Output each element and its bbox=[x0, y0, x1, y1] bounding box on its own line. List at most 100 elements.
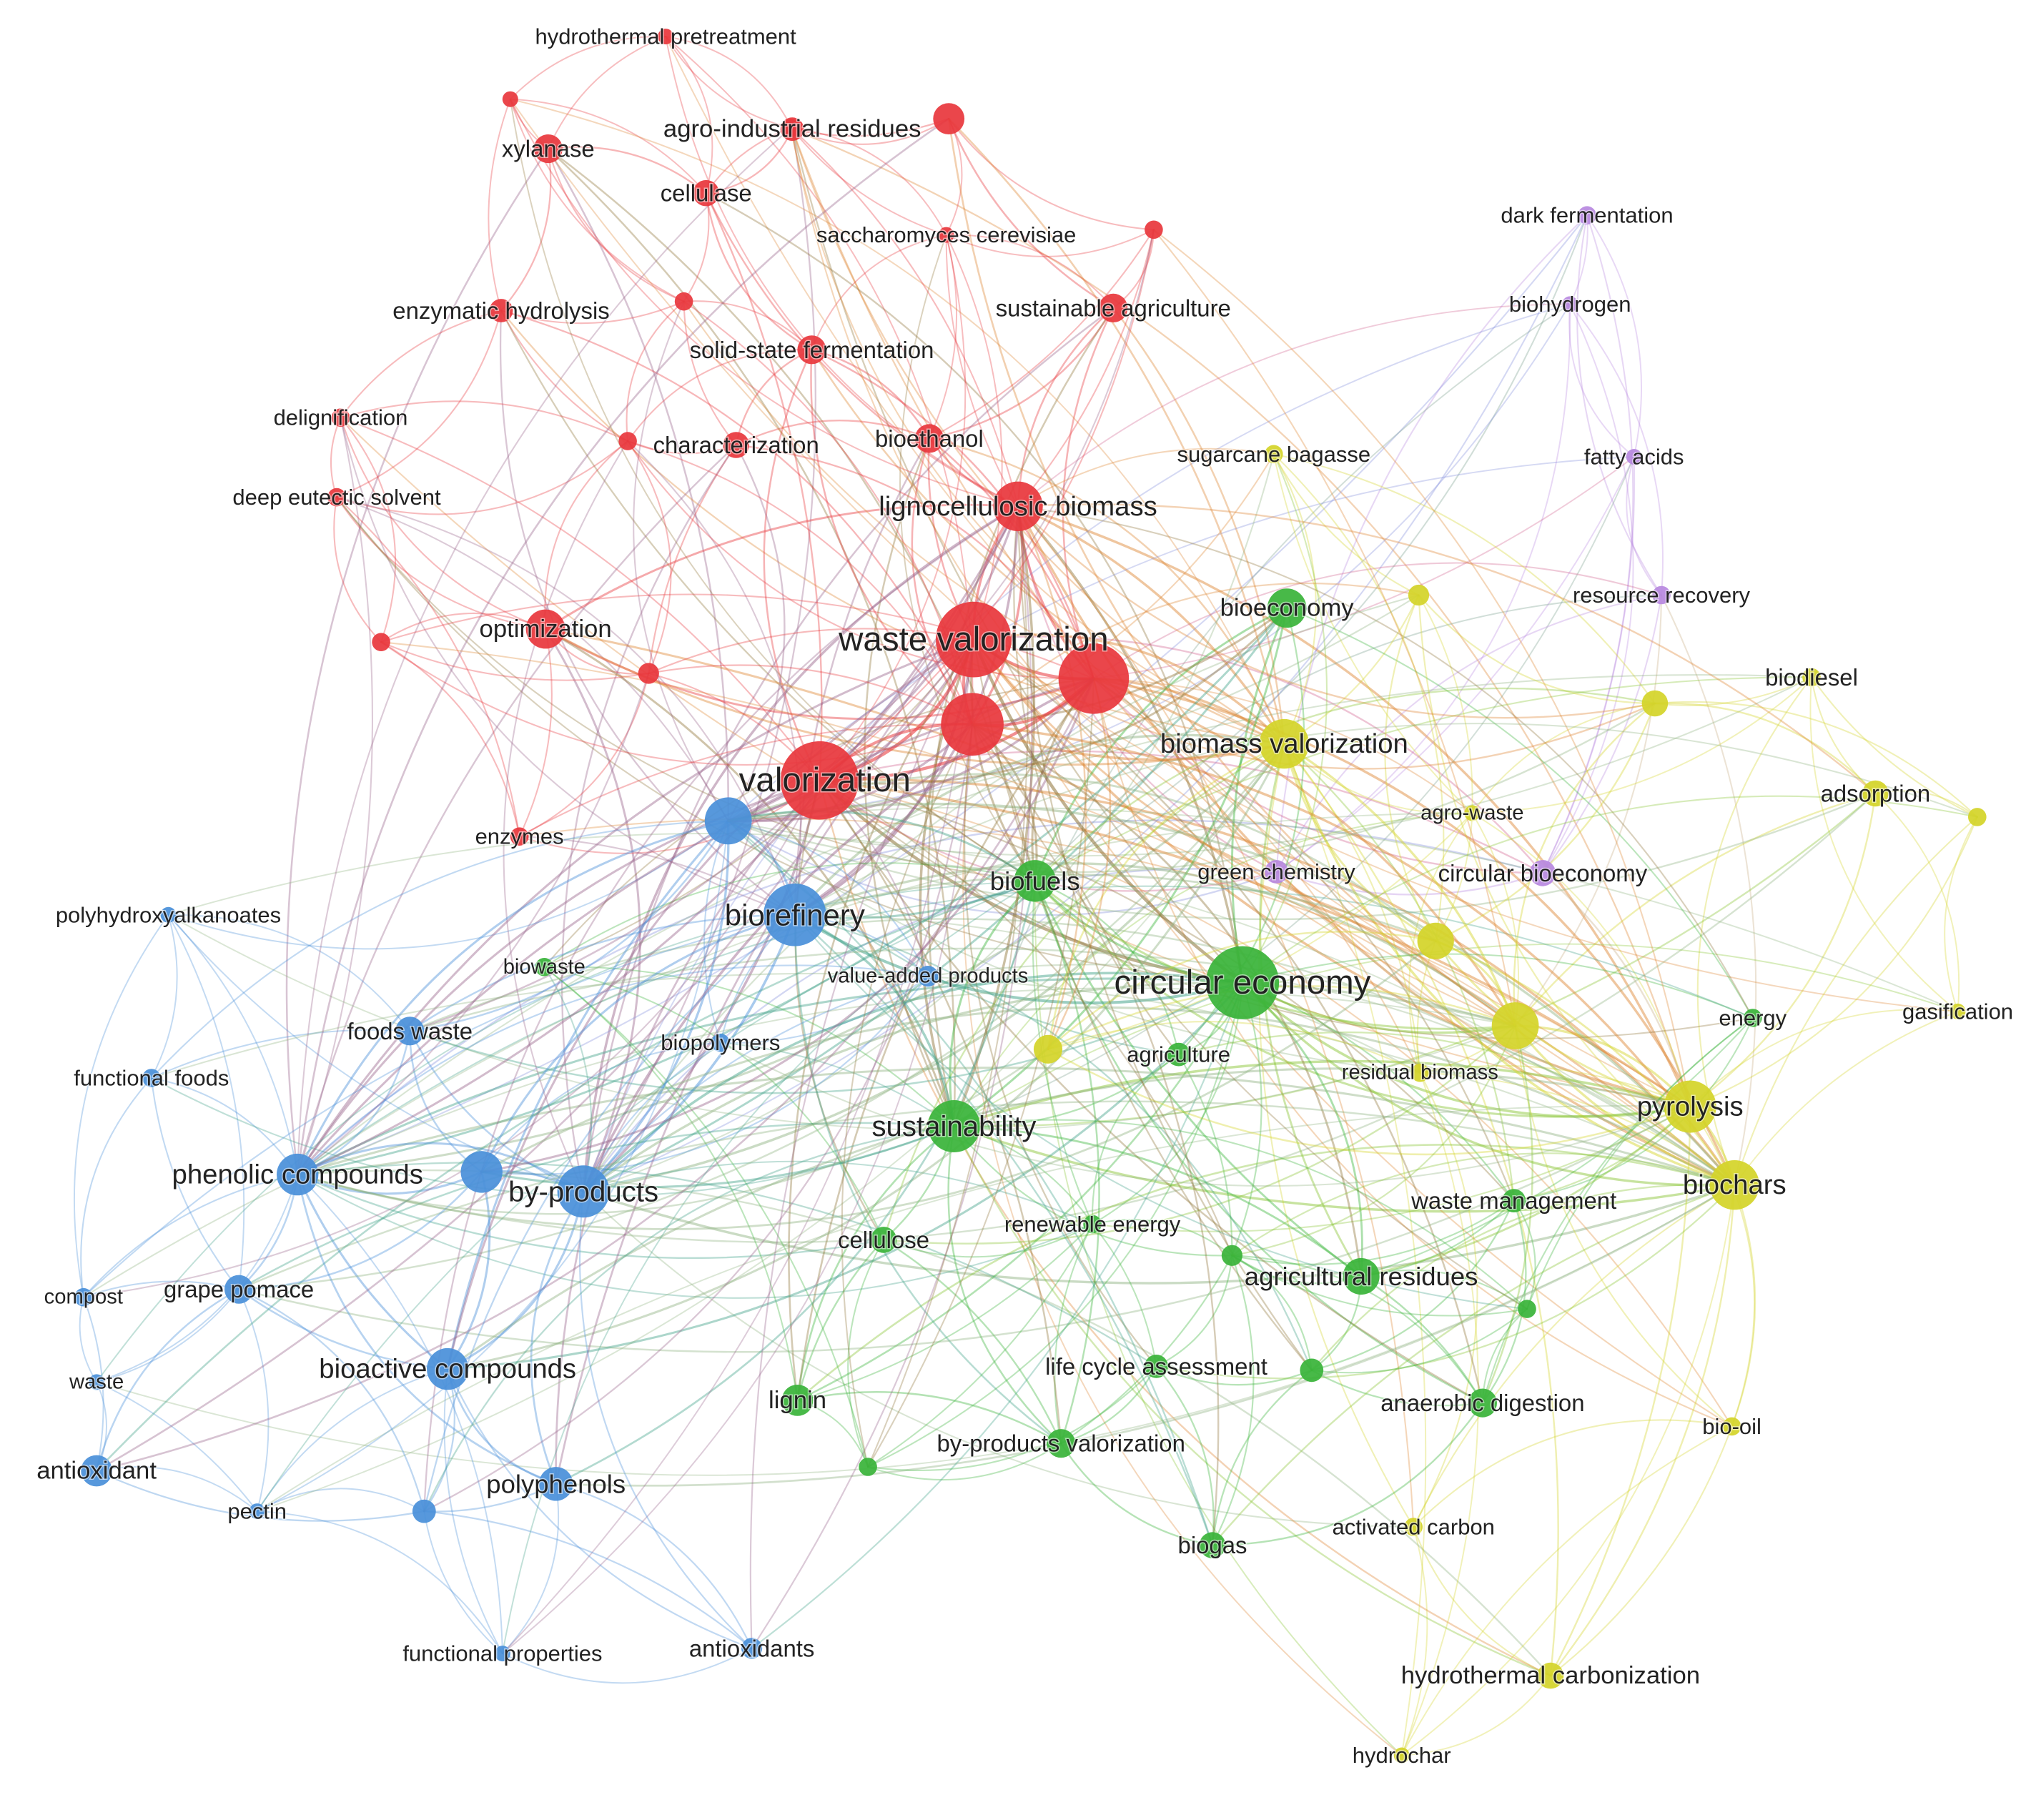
link-energy-waste-management bbox=[1513, 1017, 1754, 1202]
link-x-yellow-4-biochars bbox=[1418, 594, 1736, 1186]
network-nodes bbox=[74, 29, 1987, 1764]
link-bioethanol-sustainability bbox=[864, 437, 955, 1127]
link-activated-carbon-biomass-valorization bbox=[1257, 743, 1415, 1528]
node-x-red-1 bbox=[941, 693, 1004, 756]
link-waste-valorization-biorefinery bbox=[793, 638, 975, 916]
link-anaerobic-digestion-x-yellow-1 bbox=[1481, 1024, 1533, 1404]
link-bioeconomy-x-red-1 bbox=[971, 607, 1288, 726]
link-x-blue-2-biochars bbox=[480, 1006, 1736, 1187]
link-phenolic-compounds-biochars bbox=[296, 1067, 1736, 1187]
label-anaerobic-digestion: anaerobic digestion bbox=[1380, 1390, 1584, 1416]
node-x-yellow-5 bbox=[1641, 690, 1669, 717]
link-dark-fermentation-by-products bbox=[583, 214, 1588, 1192]
node-saccharomyces-cerevisiae bbox=[938, 227, 954, 243]
label-resource-recovery: resource recovery bbox=[1573, 583, 1751, 608]
link-x-yellow-6-pyrolysis bbox=[1689, 816, 1978, 1108]
link-lignin-x-red-2 bbox=[796, 677, 1095, 1402]
link-x-yellow-3-lignocellulosic-biomass bbox=[1017, 505, 1087, 1051]
link-resource-recovery-x-red-2 bbox=[1092, 562, 1663, 680]
link-xylanase-cellulase bbox=[547, 146, 707, 194]
node-biogas bbox=[1199, 1532, 1226, 1558]
link-x-blue-3-biorefinery bbox=[423, 914, 796, 1513]
link-lignocellulosic-biomass-circular-economy bbox=[1017, 505, 1244, 984]
node-x-yellow-3 bbox=[1033, 1034, 1063, 1064]
link-characterization-x-red-2 bbox=[735, 444, 1095, 680]
link-antioxidants-bioactive-compounds bbox=[447, 1368, 753, 1649]
link-characterization-x-blue-1 bbox=[727, 444, 786, 822]
node-solid-state-fermentation bbox=[797, 335, 826, 365]
label-hydrothermal-pretreatment: hydrothermal pretreatment bbox=[535, 24, 796, 49]
link-enzymes-x-red-9 bbox=[380, 641, 520, 838]
label-by-products: by-products bbox=[508, 1175, 658, 1207]
link-x-yellow-1-biomass-valorization bbox=[1283, 742, 1517, 1027]
link-biomass-valorization-phenolic-compounds bbox=[296, 743, 1285, 1176]
link-antioxidants-circular-economy bbox=[751, 981, 1244, 1649]
label-biowaste: biowaste bbox=[503, 956, 585, 979]
link-bioactive-compounds-waste-valorization bbox=[446, 638, 975, 1370]
link-optimization-lignocellulosic-biomass bbox=[544, 503, 1019, 630]
link-cellulase-circular-economy bbox=[705, 192, 1244, 984]
link-deep-eutectic-solvent-enzymatic-hydrolysis bbox=[335, 310, 503, 498]
node-antioxidants bbox=[741, 1638, 763, 1659]
link-biorefinery-biofuels bbox=[794, 879, 1037, 919]
label-gasification: gasification bbox=[1902, 999, 2013, 1024]
link-sustainable-agriculture-bioethanol bbox=[928, 307, 1115, 440]
link-biodiesel-x-blue-1 bbox=[727, 676, 1813, 857]
link-bioeconomy-energy bbox=[1286, 607, 1754, 1019]
link-gasification-x-blue-1 bbox=[727, 806, 1959, 1012]
link-biopolymers-pyrolysis bbox=[719, 1042, 1691, 1187]
node-by-products-valorization bbox=[1047, 1429, 1076, 1458]
link-x-red-7-x-red-8 bbox=[626, 300, 685, 442]
link-agricultural-residues-biomass-valorization bbox=[1259, 743, 1363, 1277]
link-antioxidant-grape-pomace bbox=[95, 1288, 240, 1472]
link-characterization-phenolic-compounds bbox=[297, 444, 737, 1176]
link-bio-oil-valorization bbox=[819, 779, 1733, 1428]
link-xylanase-x-blue-1 bbox=[547, 147, 730, 822]
label-functional-properties: functional properties bbox=[402, 1641, 602, 1666]
label-biomass-valorization: biomass valorization bbox=[1160, 728, 1408, 759]
link-waste-biochars bbox=[96, 1184, 1736, 1476]
link-activated-carbon-residual-biomass bbox=[1413, 1072, 1478, 1528]
link-hydrothermal-pretreatment-xylanase bbox=[547, 36, 667, 150]
link-bio-oil-activated-carbon bbox=[1413, 1419, 1733, 1528]
link-agro-industrial-residues-cellulase bbox=[705, 128, 794, 194]
label-biogas: biogas bbox=[1178, 1532, 1247, 1558]
link-biochars-sustainability bbox=[952, 1124, 1736, 1213]
link-pyrolysis-residual-biomass bbox=[1419, 1064, 1691, 1108]
node-x-red-2 bbox=[1058, 643, 1130, 714]
link-fatty-acids-resource-recovery bbox=[1626, 456, 1662, 596]
link-optimization-sustainability bbox=[544, 628, 955, 1127]
link-x-red-6-x-yellow-1 bbox=[1152, 229, 1516, 1027]
link-functional-properties-antioxidants bbox=[501, 1647, 753, 1684]
link-grape-pomace-pyrolysis bbox=[237, 1105, 1691, 1353]
link-deep-eutectic-solvent-x-red-8 bbox=[335, 440, 629, 515]
label-bioactive-compounds: bioactive compounds bbox=[319, 1354, 576, 1385]
link-x-yellow-5-x-blue-1 bbox=[727, 702, 1656, 874]
link-delignification-x-red-8 bbox=[340, 400, 629, 442]
link-x-red-6-pyrolysis bbox=[1152, 229, 1691, 1108]
link-x-yellow-2-waste-valorization bbox=[972, 638, 1437, 942]
link-delignification-biorefinery bbox=[340, 417, 796, 916]
link-energy-x-green-2 bbox=[1526, 1017, 1754, 1310]
node-pectin bbox=[249, 1503, 265, 1520]
label-pectin: pectin bbox=[227, 1499, 287, 1524]
link-functional-properties-pectin bbox=[256, 1510, 503, 1655]
node-x-yellow-2 bbox=[1417, 922, 1454, 959]
node-xylanase bbox=[533, 134, 563, 164]
node-compost bbox=[74, 1287, 93, 1307]
link-x-yellow-6-circular-economy bbox=[1241, 795, 1978, 984]
link-anaerobic-digestion-biofuels bbox=[1034, 880, 1484, 1404]
link-phenolic-compounds-bioactive-compounds bbox=[296, 1173, 449, 1370]
link-biorefinery-by-products bbox=[582, 914, 796, 1193]
link-sustainable-agriculture-lignocellulosic-biomass bbox=[1017, 307, 1115, 508]
link-biomass-valorization-waste-valorization bbox=[972, 633, 1286, 746]
link-x-yellow-5-x-yellow-2 bbox=[1435, 702, 1656, 942]
node-valorization bbox=[780, 741, 859, 820]
link-x-red-6-valorization bbox=[819, 229, 1155, 781]
link-gasification-biochars bbox=[1734, 1010, 1959, 1186]
link-agro-waste-sustainability bbox=[953, 812, 1473, 1127]
node-bio-oil bbox=[1722, 1417, 1741, 1436]
node-circular-bioeconomy bbox=[1529, 860, 1556, 886]
link-pectin-bioactive-compounds bbox=[256, 1368, 449, 1513]
link-biochars-by-products bbox=[582, 1184, 1736, 1285]
